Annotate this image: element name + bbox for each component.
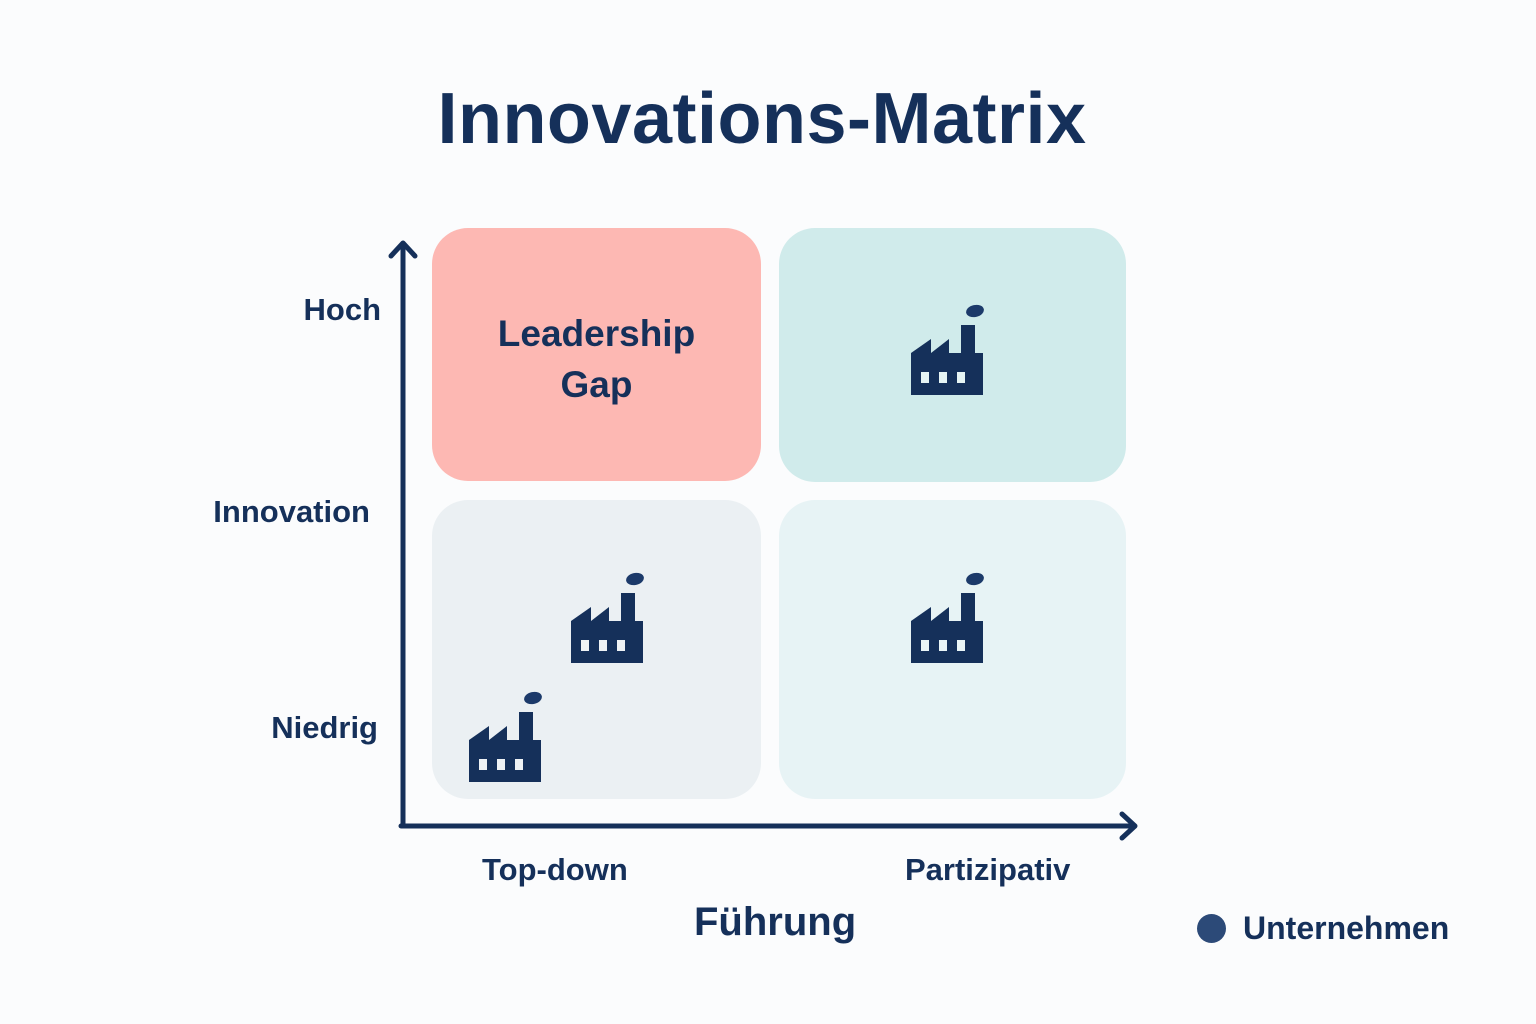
factory-icon bbox=[911, 304, 984, 395]
legend-circle-icon bbox=[1197, 914, 1226, 943]
quadrant-label: Leadership Gap bbox=[432, 308, 761, 410]
legend: Unternehmen bbox=[1197, 910, 1449, 947]
x-tick-partizipativ: Partizipativ bbox=[905, 852, 1071, 887]
factory-icon bbox=[911, 572, 984, 663]
y-tick-hoch: Hoch bbox=[303, 292, 382, 327]
quadrant-leadership-gap: Leadership Gap bbox=[432, 228, 761, 481]
factory-icon bbox=[469, 691, 542, 782]
x-tick-top-down: Top-down bbox=[482, 852, 628, 887]
page-title: Innovations-Matrix bbox=[437, 79, 1087, 159]
x-axis-line bbox=[398, 811, 1138, 841]
legend-label: Unternehmen bbox=[1243, 910, 1450, 946]
x-axis-title: Führung bbox=[694, 900, 857, 944]
y-axis-line bbox=[388, 240, 418, 829]
y-tick-niedrig: Niedrig bbox=[271, 710, 378, 745]
y-axis-title: Innovation bbox=[213, 494, 370, 529]
quadrant-label-line2: Gap bbox=[560, 364, 633, 405]
factory-icon bbox=[571, 572, 644, 663]
quadrant-label-line1: Leadership bbox=[497, 313, 696, 354]
